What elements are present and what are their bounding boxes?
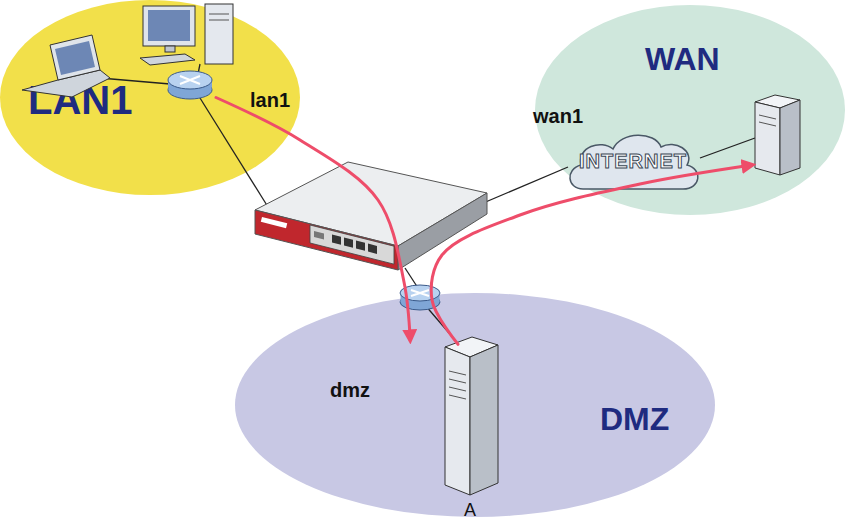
dmz-zone: DMZ A xyxy=(235,290,715,521)
cable xyxy=(198,64,200,74)
server-side xyxy=(470,345,498,495)
laptop-icon xyxy=(22,35,110,97)
cable xyxy=(455,167,568,215)
router-base xyxy=(168,81,212,99)
switch-top xyxy=(400,285,440,301)
router-arrows xyxy=(180,76,200,84)
server-side xyxy=(780,100,800,175)
lan-zone: LAN1 xyxy=(0,0,300,195)
server-name: A xyxy=(440,501,500,519)
cable xyxy=(405,268,418,288)
monitor-screen xyxy=(148,10,190,41)
drive-slot xyxy=(209,14,229,15)
pc-tower xyxy=(205,4,233,64)
internet-cloud: INTERNET xyxy=(563,127,703,197)
cable xyxy=(700,138,755,158)
zone-ellipse xyxy=(535,5,845,215)
switch-base xyxy=(400,294,440,310)
server-a-shape xyxy=(440,335,500,521)
zone-ellipse xyxy=(0,0,300,195)
server-front xyxy=(445,347,470,495)
device-side xyxy=(398,193,487,270)
monitor xyxy=(143,6,195,46)
firewall-device xyxy=(255,162,487,270)
drive-slot xyxy=(449,387,466,391)
server-icon xyxy=(755,95,800,175)
router-body xyxy=(168,80,212,90)
traffic-arrow xyxy=(216,98,410,340)
switch-arrows xyxy=(411,290,429,296)
laptop-screen xyxy=(55,41,95,75)
traffic-arrow xyxy=(431,165,752,344)
router-top xyxy=(168,71,212,89)
server-top xyxy=(755,95,800,108)
zone-ellipse xyxy=(235,293,715,517)
device-front xyxy=(255,210,398,270)
drive-slot xyxy=(449,371,466,375)
drive-slot xyxy=(449,379,466,383)
wan-zone: WAN INTERNET xyxy=(535,5,845,215)
router-body xyxy=(169,80,212,90)
server-a: A xyxy=(440,335,500,521)
keyboard xyxy=(140,54,195,65)
port xyxy=(356,241,365,251)
panel xyxy=(310,225,394,264)
desktop-icon xyxy=(140,4,233,65)
zone-title: WAN xyxy=(645,43,720,75)
port xyxy=(368,244,377,254)
drive-slot xyxy=(209,20,229,21)
laptop-lid xyxy=(50,35,100,80)
switch-body xyxy=(401,293,440,302)
logo-plate xyxy=(261,217,287,228)
device-top xyxy=(255,162,487,246)
switch-icon xyxy=(400,285,440,310)
cloud-label: INTERNET xyxy=(563,151,703,171)
drive-slot xyxy=(759,115,776,119)
drive-slot xyxy=(759,122,776,126)
cable xyxy=(100,78,170,84)
zone-title: DMZ xyxy=(600,403,669,435)
port xyxy=(332,235,341,245)
cable-group xyxy=(100,64,755,340)
port-panel xyxy=(310,225,394,264)
router-icon xyxy=(168,71,212,99)
cable xyxy=(425,305,455,340)
port xyxy=(344,238,353,248)
laptop-base xyxy=(22,70,110,97)
cable xyxy=(200,98,268,207)
monitor-stand xyxy=(165,46,175,52)
zone-title: LAN1 xyxy=(28,80,132,120)
led-block xyxy=(314,231,324,240)
server-front xyxy=(755,102,780,175)
drive-slot xyxy=(449,395,466,399)
